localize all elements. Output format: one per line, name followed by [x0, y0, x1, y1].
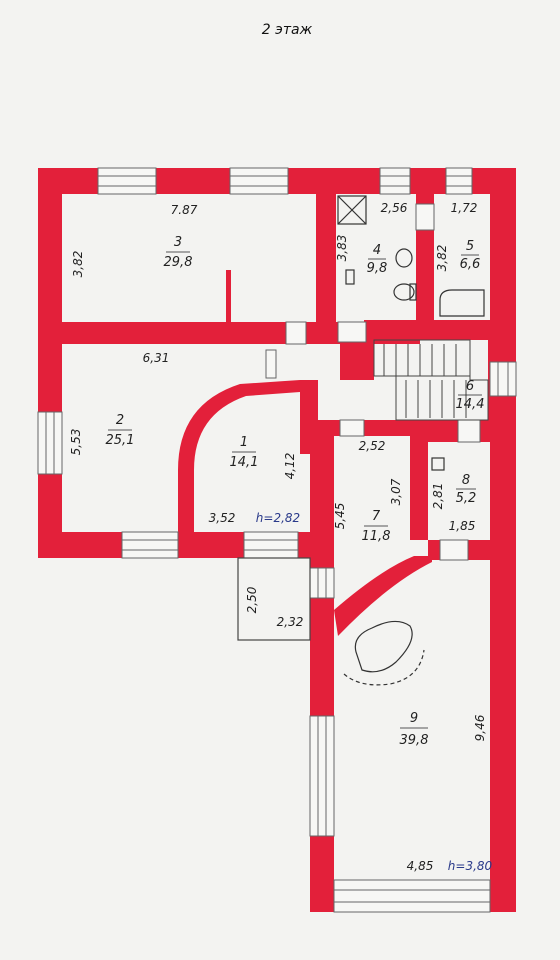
doorway-room4 [337, 321, 367, 343]
room-9-width: 4,85 [407, 859, 434, 873]
window-left [37, 411, 63, 475]
room-6-area: 14,4 [456, 397, 485, 412]
room-7-height-left: 5,45 [333, 503, 347, 530]
partition-room3 [226, 270, 231, 324]
window-room9-side-1 [309, 567, 335, 599]
wall-room1-right [300, 380, 318, 454]
balcony [237, 557, 311, 641]
room-9-area: 39,8 [400, 733, 429, 748]
room-5-area: 6,6 [460, 257, 481, 272]
room-1-number: 1 [240, 435, 248, 450]
wall-under-room3 [62, 322, 324, 344]
room-7-height-right: 3,07 [389, 478, 403, 505]
room-1-area: 14,1 [230, 455, 259, 470]
height-left: h=2,82 [256, 511, 300, 525]
room-5-width: 1,72 [451, 201, 478, 215]
window-room9-side-2 [309, 715, 335, 837]
room-3-number: 3 [174, 235, 182, 250]
balcony-height: 2,50 [245, 586, 259, 613]
wall-room3-room4 [316, 190, 336, 344]
shower-icon [337, 195, 367, 225]
staircase [373, 339, 489, 421]
room-8-number: 8 [462, 473, 470, 488]
wc-toilet-icon [345, 269, 355, 285]
wall-room1-curve [178, 380, 300, 532]
doorway-room3-room2 [285, 321, 307, 345]
window-top-3 [379, 167, 411, 195]
room-8-height: 2,81 [431, 483, 445, 510]
room-1-width: 3,52 [209, 511, 236, 525]
window-top-2 [229, 167, 289, 195]
bathtub-icon [439, 289, 485, 317]
wall-stair-left [340, 340, 374, 380]
window-room9-bottom [333, 879, 491, 913]
freestanding-bathtub-icon [343, 620, 425, 686]
room-1-height: 4,12 [283, 453, 297, 480]
room-7-number: 7 [372, 509, 381, 524]
wall-left [38, 168, 62, 558]
window-top-1 [97, 167, 157, 195]
room-8-width: 1,85 [449, 519, 476, 533]
room-6-number: 6 [466, 379, 474, 394]
sink-icon [395, 248, 413, 268]
wall-room7-curve [334, 556, 432, 636]
room-5-number: 5 [466, 239, 474, 254]
window-balcony-door [243, 531, 299, 559]
floor-title: 2 этаж [262, 22, 313, 38]
room8-fixture-icon [431, 457, 445, 471]
windows [37, 167, 517, 913]
wall-under-bath [364, 320, 516, 340]
wall-stair-right [488, 340, 490, 420]
room-2-area: 25,1 [106, 433, 135, 448]
room-3-height: 3,82 [71, 251, 85, 278]
room-2-height: 5,53 [69, 429, 83, 456]
room-2-width: 6,31 [143, 351, 170, 365]
room-8-area: 5,2 [456, 491, 477, 506]
room-9-number: 9 [410, 711, 418, 726]
fixtures [337, 195, 485, 686]
room-3-area: 29,8 [164, 255, 193, 270]
toilet-icon [393, 283, 417, 301]
doorway-room5 [415, 203, 435, 231]
room-4-area: 9,8 [367, 261, 388, 276]
balcony-width: 2,32 [277, 615, 304, 629]
room-3-width: 7.87 [171, 203, 198, 217]
labels: 3 29,8 7.87 3,82 4 9,8 2,56 3,83 5 6,6 1… [69, 201, 493, 873]
room-7-area: 11,8 [362, 529, 391, 544]
room-4-number: 4 [373, 243, 381, 258]
doorway-room1 [265, 349, 277, 379]
room-9-height: 9,46 [473, 714, 487, 741]
doorway-room8 [457, 419, 481, 443]
wall-right [490, 168, 516, 912]
room-4-width: 2,56 [381, 201, 408, 215]
doorway-room9 [439, 539, 469, 561]
room-7-width: 2,52 [359, 439, 386, 453]
doorway-room7 [339, 419, 365, 437]
room-2-number: 2 [116, 413, 124, 428]
wall-room9-left [310, 420, 334, 912]
room-4-height: 3,83 [335, 235, 349, 262]
wall-room7-room8 [410, 420, 428, 540]
window-right [489, 361, 517, 397]
window-bottom-left [121, 531, 179, 559]
room-5-height: 3,82 [435, 245, 449, 272]
window-top-4 [445, 167, 473, 195]
height-right: h=3,80 [448, 859, 493, 873]
